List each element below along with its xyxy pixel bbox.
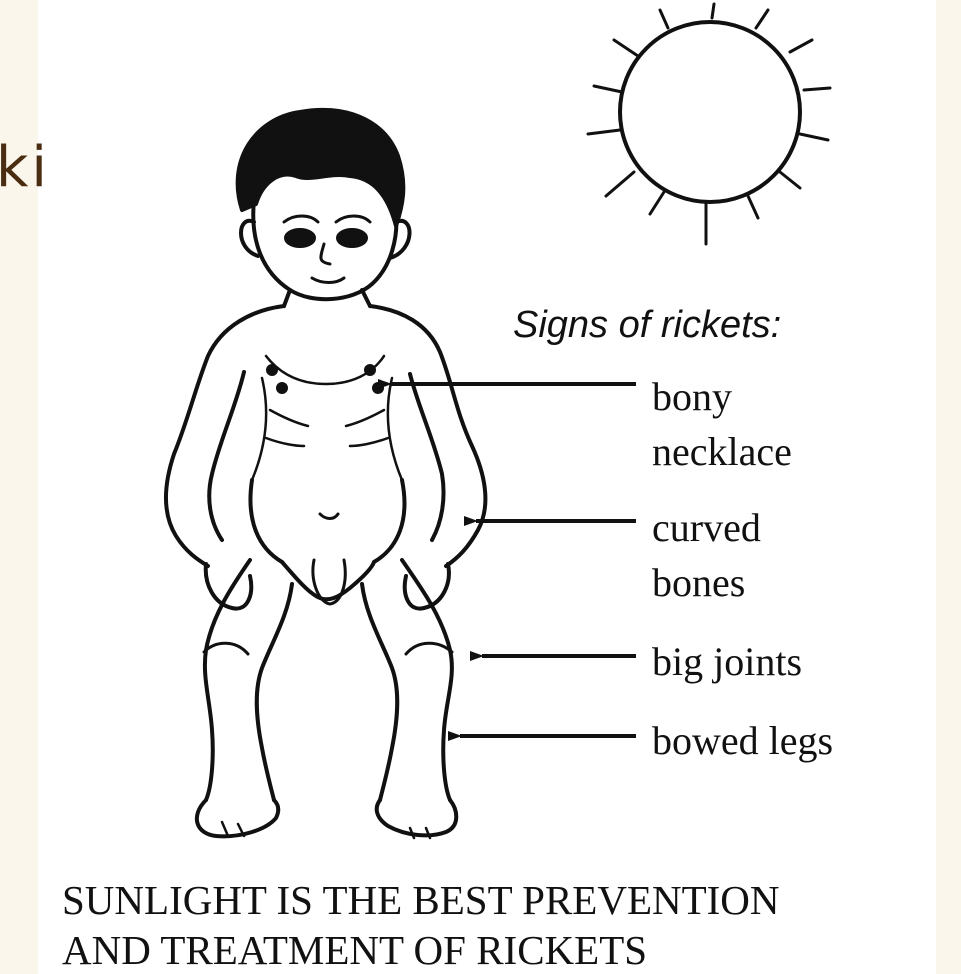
caption-line2: AND TREATMENT OF RICKETS (62, 930, 647, 971)
sign-label-bony-necklace-line2: necklace (652, 432, 792, 472)
sign-label-bony-necklace-line1: bony (652, 377, 732, 417)
sign-label-curved-bones-line2: bones (652, 563, 745, 603)
sign-label-big-joints: big joints (652, 642, 802, 682)
caption-line1: SUNLIGHT IS THE BEST PREVENTION (62, 880, 780, 921)
child-illustration (166, 110, 485, 838)
sign-arrows (390, 384, 636, 736)
diagram-title: Signs of rickets: (513, 306, 781, 344)
sign-label-curved-bones-line1: curved (652, 508, 761, 548)
sun-icon (588, 4, 830, 244)
page-title-fragment: ki (0, 140, 50, 196)
sign-label-bowed-legs: bowed legs (652, 721, 833, 761)
